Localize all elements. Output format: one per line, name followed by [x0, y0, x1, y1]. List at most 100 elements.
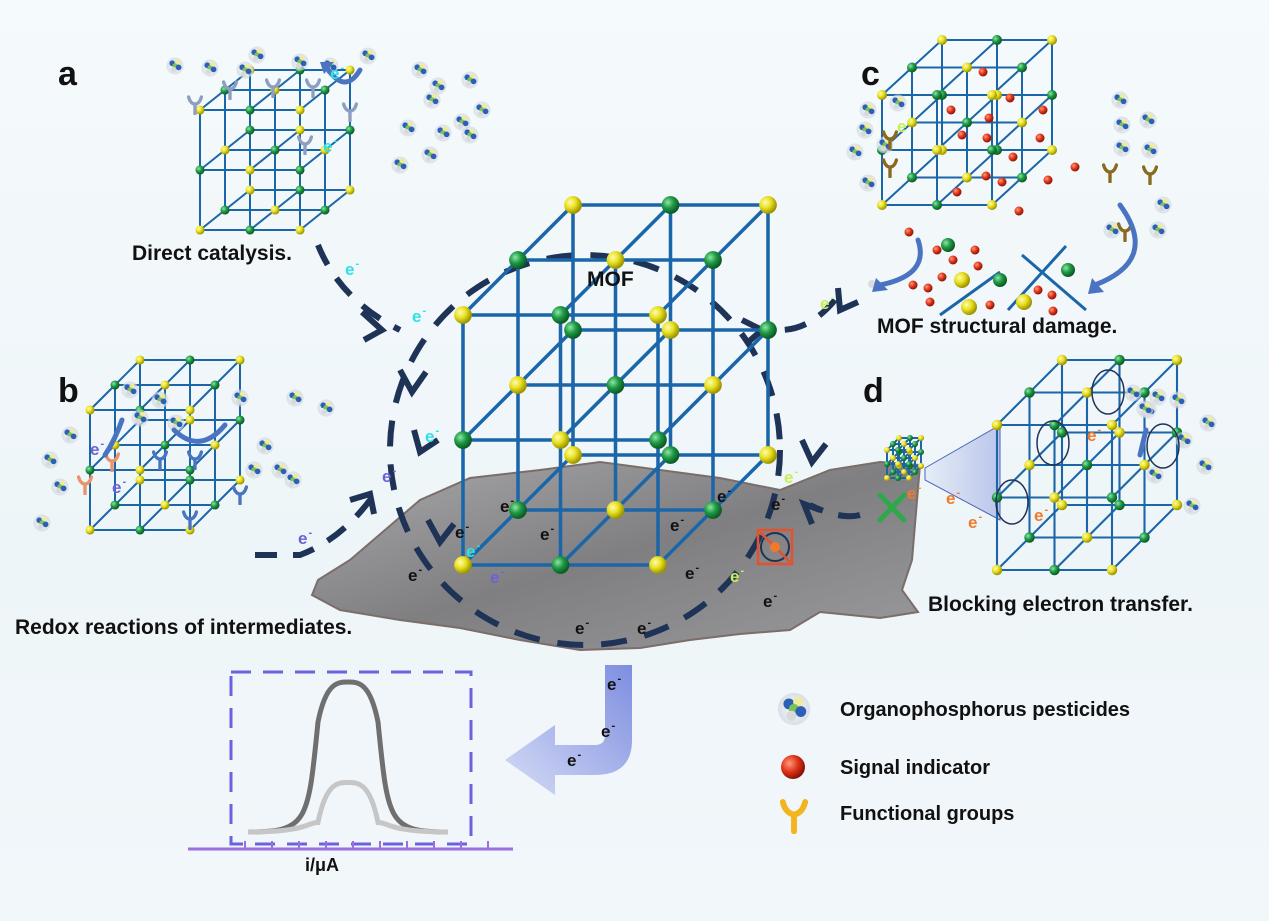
flow-path-c: [779, 298, 838, 333]
metal-node: [987, 90, 997, 100]
bound-pesticide-ring: [1036, 420, 1070, 466]
curved-arrowheads: [320, 62, 1104, 294]
metal-node: [704, 376, 722, 394]
linker-node: [245, 125, 255, 135]
metal-node: [1139, 459, 1150, 471]
legend-label-pesticides: Organophosphorus pesticides: [840, 699, 1131, 721]
linker-node: [220, 205, 230, 215]
electron-label: e-: [670, 514, 685, 535]
signal-indicator-particle: [1047, 290, 1057, 300]
linker-node: [1081, 459, 1093, 471]
metal-node: [1106, 564, 1118, 576]
metal-node: [991, 419, 1003, 431]
pesticide-molecule: [286, 389, 304, 407]
linker-node: [245, 105, 255, 115]
linker-node: [884, 461, 890, 467]
metal-node: [85, 405, 95, 415]
pesticide-molecule: [1146, 466, 1164, 484]
signal-indicator-particle: [1005, 93, 1015, 103]
electron-label: e-: [685, 562, 700, 583]
peak-curve-high: [247, 679, 449, 835]
linker-node: [1024, 387, 1035, 398]
signal-indicator-particle: [997, 177, 1007, 187]
voltammogram-axis-label: i/μA: [305, 855, 340, 875]
linker-node: [85, 465, 95, 475]
metal-node: [937, 35, 947, 45]
metal-node: [661, 321, 680, 339]
electron-label: e-: [1087, 424, 1102, 445]
signal-indicator-particle: [1014, 206, 1024, 216]
pesticide-molecule: [1196, 457, 1214, 475]
mof-lattice-d-mini: [884, 435, 924, 481]
mof-title: MOF: [587, 268, 634, 291]
metal-node: [135, 475, 145, 485]
linker-node: [1139, 532, 1150, 543]
functional-group: [232, 485, 248, 505]
metal-node: [454, 556, 472, 574]
linker-node: [890, 441, 896, 447]
linker-node: [906, 461, 912, 467]
metal-node: [906, 447, 912, 453]
pesticide-molecule: [245, 461, 263, 479]
pesticide-molecule: [1149, 221, 1167, 239]
linker-node: [509, 251, 527, 269]
linker-node: [890, 469, 896, 475]
linker-node: [110, 380, 120, 390]
metal-node: [1114, 427, 1125, 438]
metal-node: [987, 200, 997, 210]
metal-node: [1024, 459, 1035, 471]
metal-node: [160, 380, 170, 390]
signal-indicator-particle: [1048, 306, 1058, 316]
mof-lattice-c: [877, 35, 1057, 210]
pesticide-molecule: [236, 61, 254, 79]
mof-reaction-circle: [387, 252, 783, 648]
voltammogram-frame: [229, 670, 473, 846]
metal-node: [295, 125, 305, 135]
linker-node: [661, 446, 680, 464]
metal-node: [509, 376, 527, 394]
metal-node: [1017, 117, 1027, 128]
linker-node: [195, 165, 205, 175]
zoom-cone: [924, 424, 1001, 521]
electron-label: e-: [607, 673, 622, 694]
functional-group: [305, 78, 321, 98]
pesticide-molecule: [317, 399, 335, 417]
electron-label: e-: [730, 565, 745, 586]
linker-node: [912, 469, 918, 475]
metal-node: [564, 196, 582, 214]
panel-b-letter: b: [58, 372, 79, 410]
pesticide-molecule: [859, 101, 877, 119]
metal-node: [896, 435, 902, 441]
bound-pesticide-ring: [995, 479, 1029, 525]
metal-node: [877, 90, 887, 100]
electron-label: e-: [784, 466, 799, 487]
metal-node: [1047, 35, 1057, 45]
panel-b-caption: Redox reactions of intermediates.: [15, 616, 353, 639]
linker-node: [661, 196, 680, 214]
functional-group: [882, 158, 898, 178]
metal-node: [649, 306, 667, 324]
metal-node: [895, 461, 901, 467]
electron-label: e-: [575, 617, 590, 638]
signal-indicator-particle: [923, 283, 933, 293]
linker-node: [907, 62, 917, 73]
electron-label: e-: [345, 258, 360, 279]
pesticide-molecule: [1183, 497, 1201, 515]
signal-indicator-particles: [904, 67, 1080, 316]
metal-node: [210, 440, 220, 450]
signal-indicator-icon: [781, 755, 805, 779]
metal-node: [606, 251, 625, 269]
pesticide-molecule: [411, 61, 429, 79]
signal-indicator-particle: [925, 297, 935, 307]
linker-node: [1017, 172, 1027, 183]
signal-indicator-particle: [978, 67, 988, 77]
linker-node: [1047, 90, 1057, 100]
pesticide-molecule: [201, 59, 219, 77]
block-cross-icon: [877, 492, 907, 523]
metal-node: [245, 185, 255, 195]
legend-icons: [777, 692, 811, 832]
pesticide-molecule: [889, 94, 907, 112]
electron-label: e-: [466, 540, 481, 561]
pesticide-molecule: [423, 91, 441, 109]
